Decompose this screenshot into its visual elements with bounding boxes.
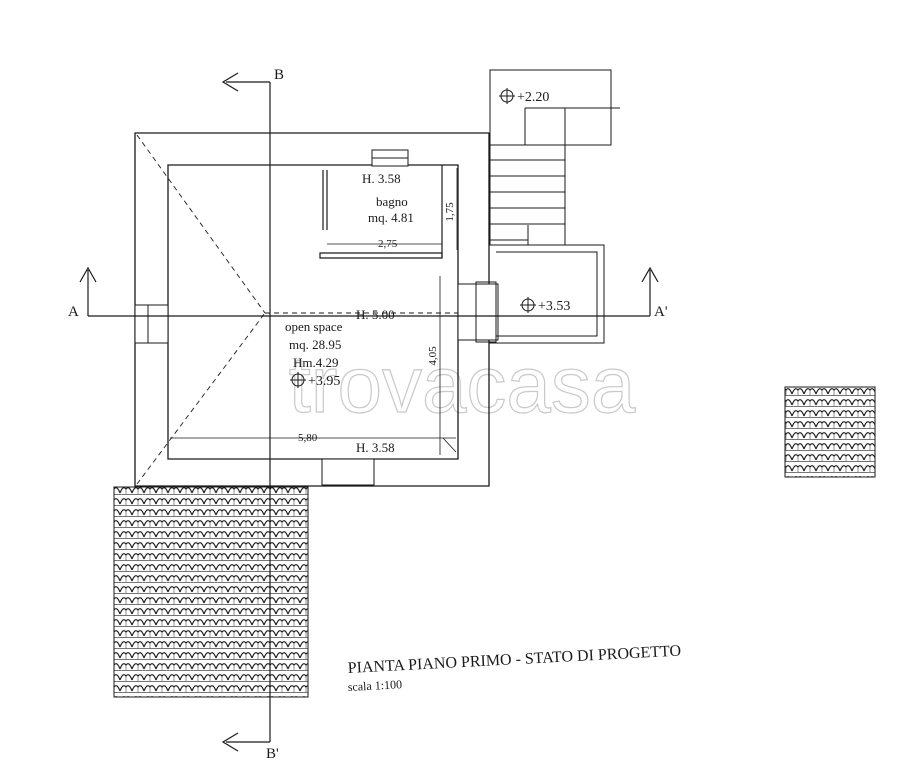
staircase xyxy=(489,69,620,245)
roof-hip-lines xyxy=(136,134,458,485)
window-left xyxy=(134,304,169,344)
bathroom-walls xyxy=(319,165,443,259)
outer-walls xyxy=(134,132,490,487)
level-terrace: +3.53 xyxy=(538,299,570,314)
watermark: trovacasa xyxy=(289,340,636,429)
roof-tiles-legend xyxy=(784,386,876,478)
dim-room-depth: 4,05 xyxy=(427,346,439,366)
level-stair-top: +2.20 xyxy=(517,90,549,105)
bagno-height: H. 3.58 xyxy=(362,171,401,186)
level-open-space: +3.95 xyxy=(308,374,340,389)
ridge-height: H. 5.00 xyxy=(356,307,395,322)
dim-bath-height: 1,75 xyxy=(444,202,456,222)
section-b-start-label: B xyxy=(274,67,284,83)
dim-bath-width: 2,75 xyxy=(378,238,398,250)
terrace xyxy=(475,244,605,344)
section-b-end-label: B' xyxy=(266,746,279,762)
section-line-b xyxy=(221,72,271,752)
section-a-start-label: A xyxy=(68,304,79,320)
bagno-name: bagno xyxy=(376,194,408,209)
dim-room-width: 5,80 xyxy=(298,432,318,444)
window-bottom xyxy=(321,458,375,486)
open-space-name: open space xyxy=(285,319,343,334)
section-line-a xyxy=(79,266,659,317)
dimension-lines xyxy=(170,168,458,455)
level-marker-icon xyxy=(290,88,536,388)
door-right xyxy=(457,283,499,341)
open-space-mean-height: Hm.4.29 xyxy=(293,355,339,370)
open-space-area: mq. 28.95 xyxy=(289,337,341,352)
bottom-height: H. 3.58 xyxy=(356,440,395,455)
section-a-end-label: A' xyxy=(654,304,668,320)
drawing-scale: scala 1:100 xyxy=(347,677,402,694)
drawing-title: PIANTA PIANO PRIMO - STATO DI PROGETTO xyxy=(347,643,681,677)
roof-tiles-area xyxy=(113,486,309,698)
bagno-area: mq. 4.81 xyxy=(368,210,414,225)
